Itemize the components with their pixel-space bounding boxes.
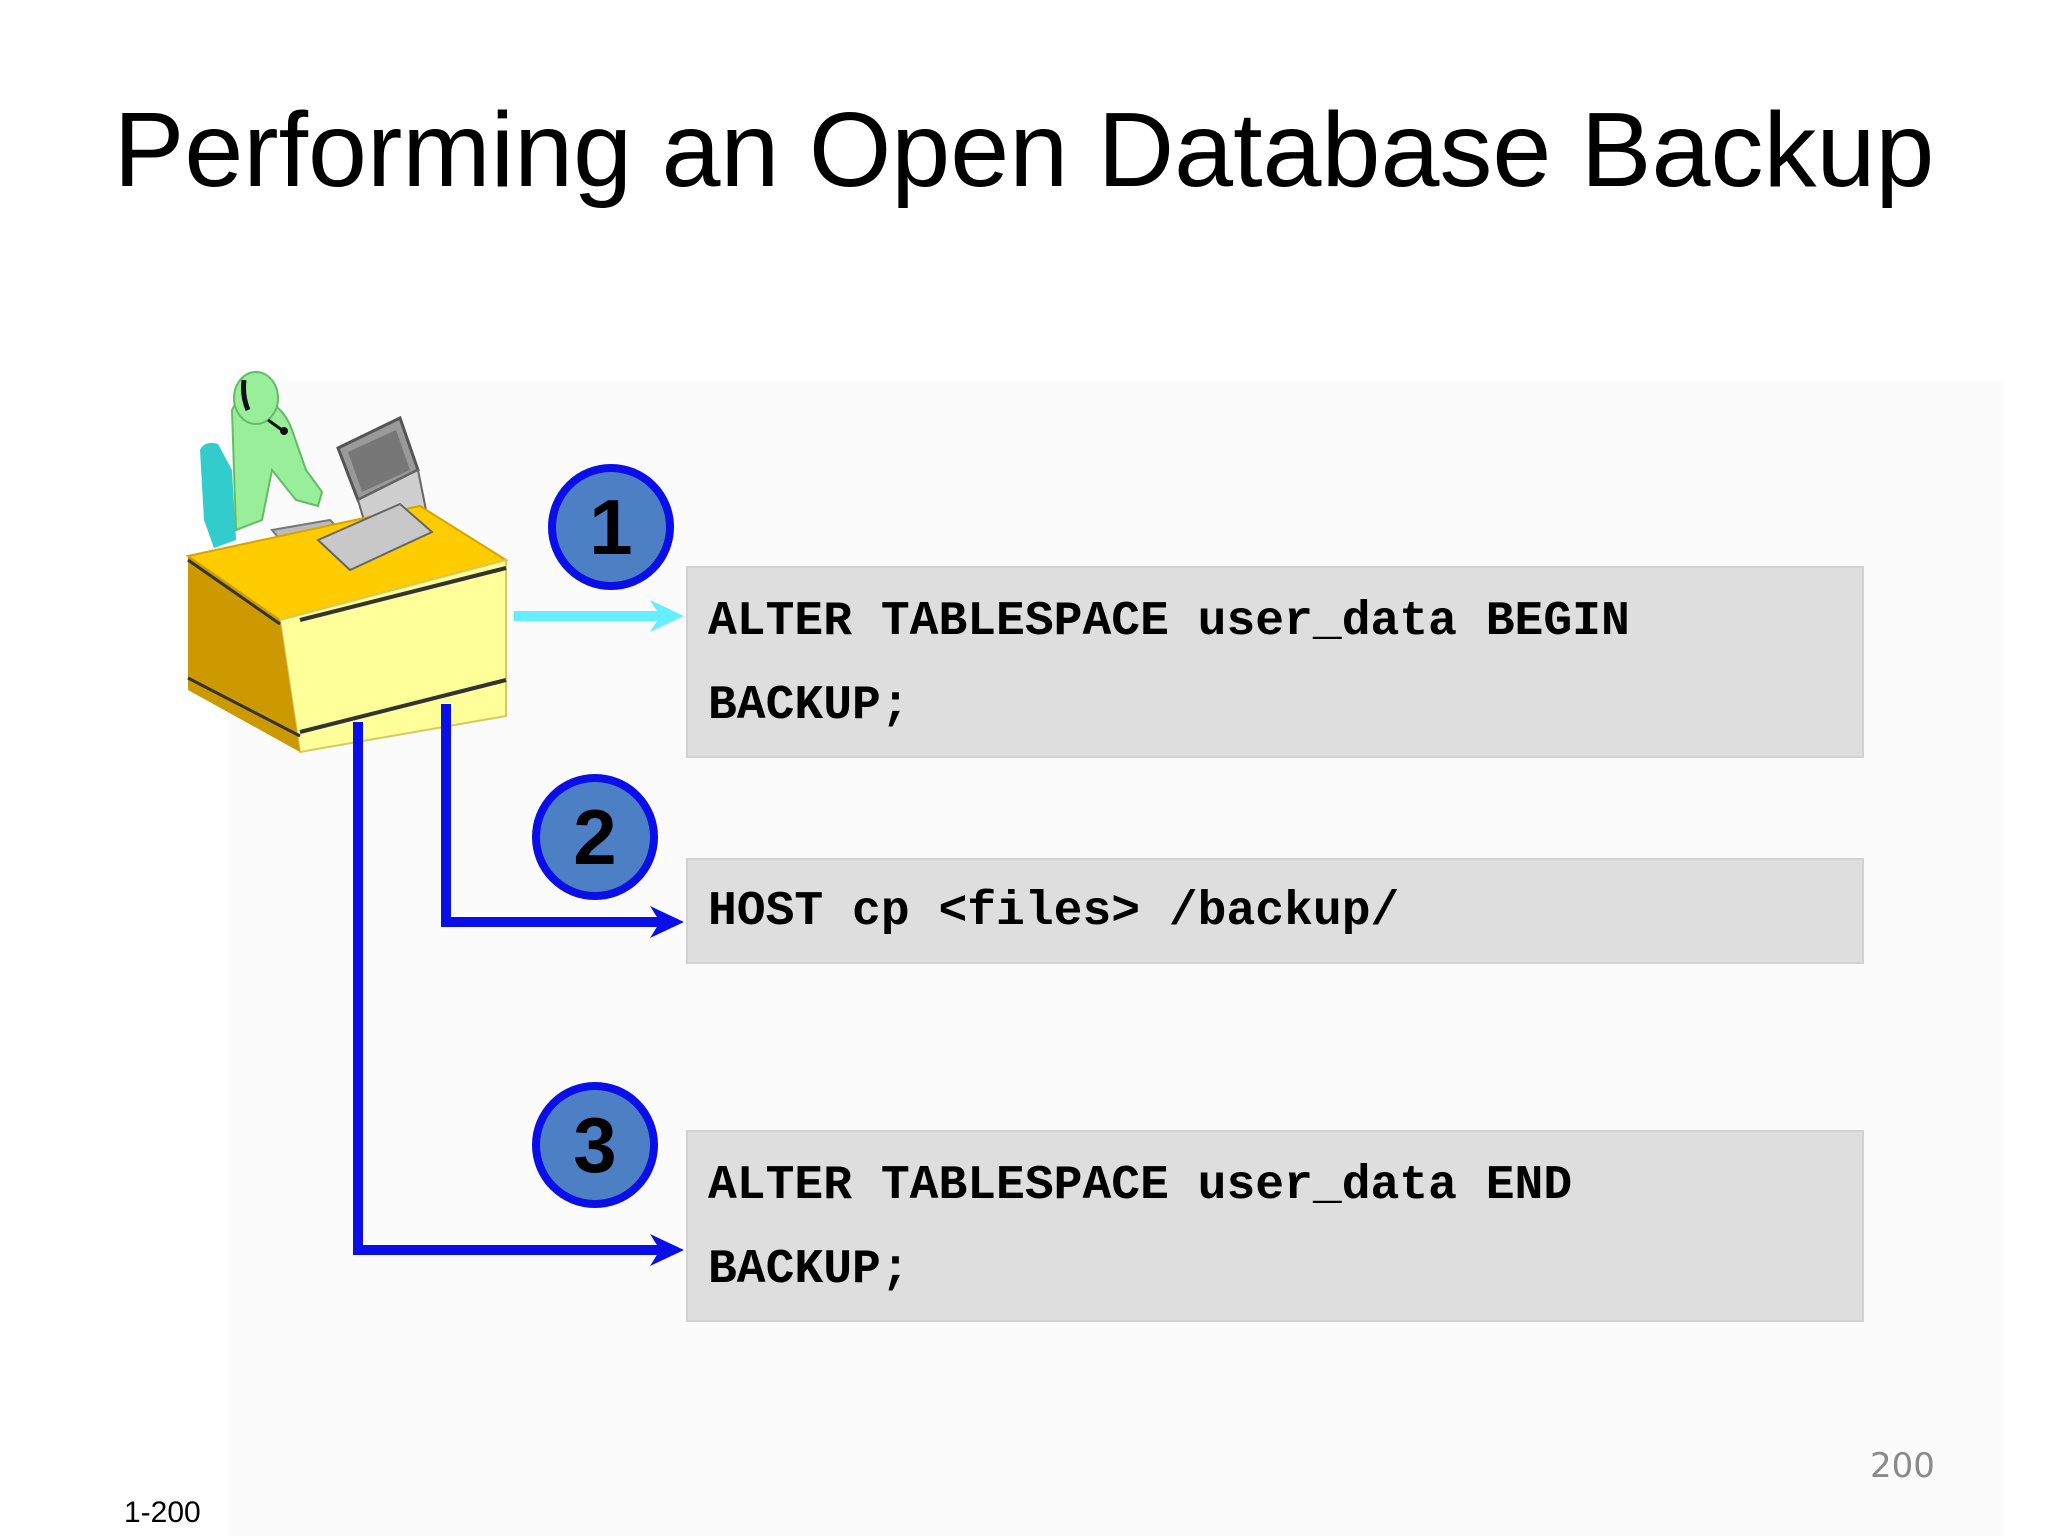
step-badge-3: 3 <box>532 1082 658 1208</box>
command-begin-backup: ALTER TABLESPACE user_data BEGIN BACKUP; <box>686 566 1864 758</box>
slide-reference: 1-200 <box>124 1496 201 1529</box>
step-badge-1: 1 <box>548 464 674 590</box>
command-host-copy: HOST cp <files> /backup/ <box>686 858 1864 964</box>
dba-at-desk-icon <box>185 371 509 754</box>
page-number: 200 <box>1870 1446 1935 1486</box>
arrow-step-1 <box>514 600 684 632</box>
slide-title: Performing an Open Database Backup <box>113 91 1935 209</box>
arrow-step-2 <box>441 704 684 938</box>
step-badge-2: 2 <box>532 774 658 900</box>
arrow-step-3 <box>353 722 684 1266</box>
command-end-backup: ALTER TABLESPACE user_data END BACKUP; <box>686 1130 1864 1322</box>
